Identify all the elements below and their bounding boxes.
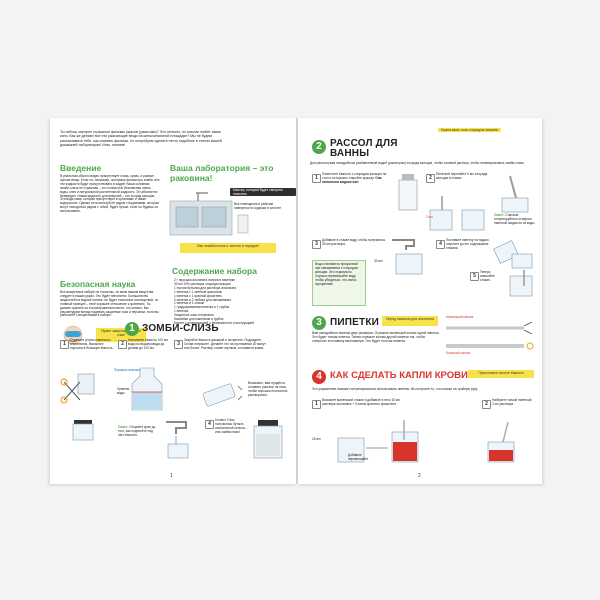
- cups-illustration: [426, 192, 496, 232]
- zombie-step1-text: Отрежьте уголок пакетика с альгинатом. В…: [70, 338, 114, 350]
- goggles-kid-icon: [62, 324, 84, 346]
- volume-label: 30 мл: [374, 259, 383, 263]
- sink-illustration: [168, 187, 288, 245]
- sovet-label: Совет:: [118, 425, 129, 429]
- brine-step4-text: Поставьте пипетку на подкос, опустите до…: [446, 238, 490, 250]
- step-number: 2: [426, 174, 435, 183]
- intro-paragraph: Ты небось смотрел страшные фильмы ужасов…: [60, 130, 222, 148]
- contents-item: 1 пипетка с 1 зелёной краситель: [174, 289, 223, 294]
- section-number-badge: 3: [312, 316, 326, 330]
- mixed-cup-illustration: [506, 268, 536, 298]
- brine-step1-body: Поместите ёмкость с хлоридом кальция на …: [322, 172, 387, 180]
- section-title-contents: Содержание набора: [172, 266, 257, 276]
- shaking-bottle-illustration: [198, 380, 246, 410]
- label-thick-tip: Большой кончик: [446, 351, 471, 355]
- step-number: 1: [60, 340, 69, 349]
- tap-illustration: [162, 418, 200, 460]
- step-number: 2: [118, 340, 127, 349]
- top-pill: Нужна взять соль хлоридом натрием: [438, 128, 501, 132]
- step-number: 5: [470, 272, 479, 281]
- laboratory-yellow-note: Вас позаботиться о чистоте и порядке!: [180, 243, 276, 253]
- label-2ml: 2 мл: [426, 215, 433, 219]
- contents-item: 1 пипетка и 1 стакан: [174, 301, 205, 306]
- blood-badge: Приготовьте чистые ёмкости: [468, 370, 534, 378]
- contents-item: 1 пипетка: [174, 309, 189, 314]
- tap-cup-illustration: [388, 236, 432, 276]
- section-title-zombie: ЗОМБИ-СЛИЗЬ: [142, 323, 219, 334]
- contents-list: 2 г порошка альгината натрия в пакетике …: [174, 278, 292, 326]
- section-number-badge: 4: [312, 370, 326, 384]
- blood-step1-label: Добавьте перемешайте: [348, 453, 369, 461]
- water-bottle-illustration: [130, 366, 164, 412]
- blood-step1-text: Возьмите маленький стакан и добавьте в н…: [322, 398, 400, 406]
- zombie-sovet: Совет: Откройте кран до того, как поднес…: [118, 425, 156, 438]
- section-number-badge: 1: [125, 322, 139, 336]
- label-15ml: 15 мл: [312, 437, 321, 441]
- step-number: 4: [205, 420, 214, 429]
- safety-text: Все вещества в наборе не токсичны, но вс…: [60, 290, 159, 318]
- section-title-pipettes: ПИПЕТКИ: [330, 317, 380, 328]
- blood-intro: Это упражнение поможет потренироваться и…: [312, 387, 478, 391]
- contents-item: Защитные очки и перчатки: [174, 313, 214, 318]
- pouring-illustration: [492, 236, 536, 270]
- section-title-laboratory: Ваша лаборатория – это раковина!: [170, 163, 274, 183]
- contents-item: 1 пустая бутылка для раствора альгината: [174, 285, 237, 290]
- blood-step2-text: Наберите тонкой пипеткой 2 мл раствора: [492, 398, 532, 406]
- step-number: 1: [312, 174, 321, 183]
- contents-item: 1 градуированная пипетка и 1 трубка: [174, 305, 230, 310]
- section-title-safety: Безопасная наука: [60, 279, 136, 289]
- brine-sovet: Совет: Сначала потренируйтесь отмерять п…: [494, 213, 538, 226]
- contents-item: Наклейки для пакетиков и трубок: [174, 317, 224, 322]
- zombie-step2-text: Наполните ёмкость 100 мл воды из водопро…: [128, 338, 169, 350]
- step-number: 3: [174, 340, 183, 349]
- step-number: 2: [482, 400, 491, 409]
- section-number-badge: 2: [312, 140, 326, 154]
- step-number: 3: [312, 240, 321, 249]
- pipette-red-cup-illustration: [478, 420, 528, 464]
- label-thin-tip: Маленький кончик: [446, 315, 474, 319]
- contents-item: 30 мл 10% раствора хлорида кальция: [174, 281, 231, 286]
- contents-item: 2 г порошка альгината натрия в пакетике: [174, 278, 235, 282]
- calcium-bottle-illustration: [393, 172, 423, 212]
- contents-item: Буклет с информацией о безопасности и ин…: [174, 320, 254, 325]
- pipette-cup-illustration: [498, 174, 534, 214]
- section-title-blood: КАК СДЕЛАТЬ КАПЛИ КРОВИ?: [330, 370, 474, 381]
- book-spine: [296, 118, 298, 484]
- blood-cups-illustration: [318, 418, 428, 464]
- brine-step3-text: Добавьте в стакан воду, чтобы получилось…: [322, 238, 386, 246]
- right-page: Нужна взять соль хлоридом натрием 2 РАСС…: [298, 118, 542, 484]
- pipettes-text: Вам понадобятся пипетки двух размеров. О…: [312, 331, 440, 343]
- scissors-packet-illustration: [60, 370, 100, 406]
- sovet-label: Совет:: [494, 213, 505, 217]
- laboratory-pill: Мастер, который будет смотреть помогать: [230, 188, 296, 196]
- step-number: 4: [436, 240, 445, 249]
- pipettes-badge: Перед началом для альгината: [382, 316, 438, 326]
- page-number: 2: [418, 473, 421, 479]
- sovet-text: Сначала потренируйтесь отмерять пипеткой…: [494, 213, 535, 225]
- left-page: Ты небось смотрел страшные фильмы ужасов…: [50, 118, 296, 484]
- contents-item: 1 пипетка с 1 красной краситель: [174, 293, 222, 298]
- vvedenie-text: В реальном обычно видео присутствует сли…: [60, 174, 160, 214]
- finished-bottle-illustration: [248, 418, 288, 460]
- pipettes-illustration: [440, 318, 538, 362]
- zombie-step3-text: Закройте ёмкость крышкой и потрясите. По…: [184, 338, 266, 350]
- zombie-step4-text: Готово! У вас получилась бутыль альгинат…: [215, 418, 248, 434]
- brine-step2-text: Пипеткой перелейте 5 мл хлорида кальция …: [436, 172, 488, 180]
- section-title-brine: РАССОЛ ДЛЯ ВАННЫ: [330, 138, 398, 159]
- brine-step1-text: Поместите ёмкость с хлоридом кальция на …: [322, 172, 392, 185]
- brine-step5-text: Теперь смешайте стакан.: [480, 270, 495, 282]
- laboratory-note: Все помещения и рабочие поверхности соде…: [234, 202, 281, 210]
- zombie-step3-note: Возможно, вам придётся оставить раствор …: [248, 381, 288, 397]
- page-number: 1: [170, 473, 173, 479]
- jar-illustration: [70, 418, 96, 442]
- zombie-step1-label: Порошок альгината: [114, 368, 144, 372]
- section-title-vvedenie: Введение: [60, 163, 102, 173]
- brine-step1-bold: Она наполнена жидкостью!: [322, 175, 382, 184]
- contents-item: 2 пипетки и 2 тюбика для смешивания: [174, 297, 231, 302]
- step-number: 1: [312, 400, 321, 409]
- brine-info-box: Вода становится прозрачной при смешивани…: [312, 260, 366, 306]
- zombie-step2-label: Уровень воды: [117, 387, 130, 395]
- sovet-text: Откройте кран до того, как поднесёте под…: [118, 425, 156, 437]
- brine-intro: Для рассола вам понадобится разбавленный…: [310, 161, 525, 165]
